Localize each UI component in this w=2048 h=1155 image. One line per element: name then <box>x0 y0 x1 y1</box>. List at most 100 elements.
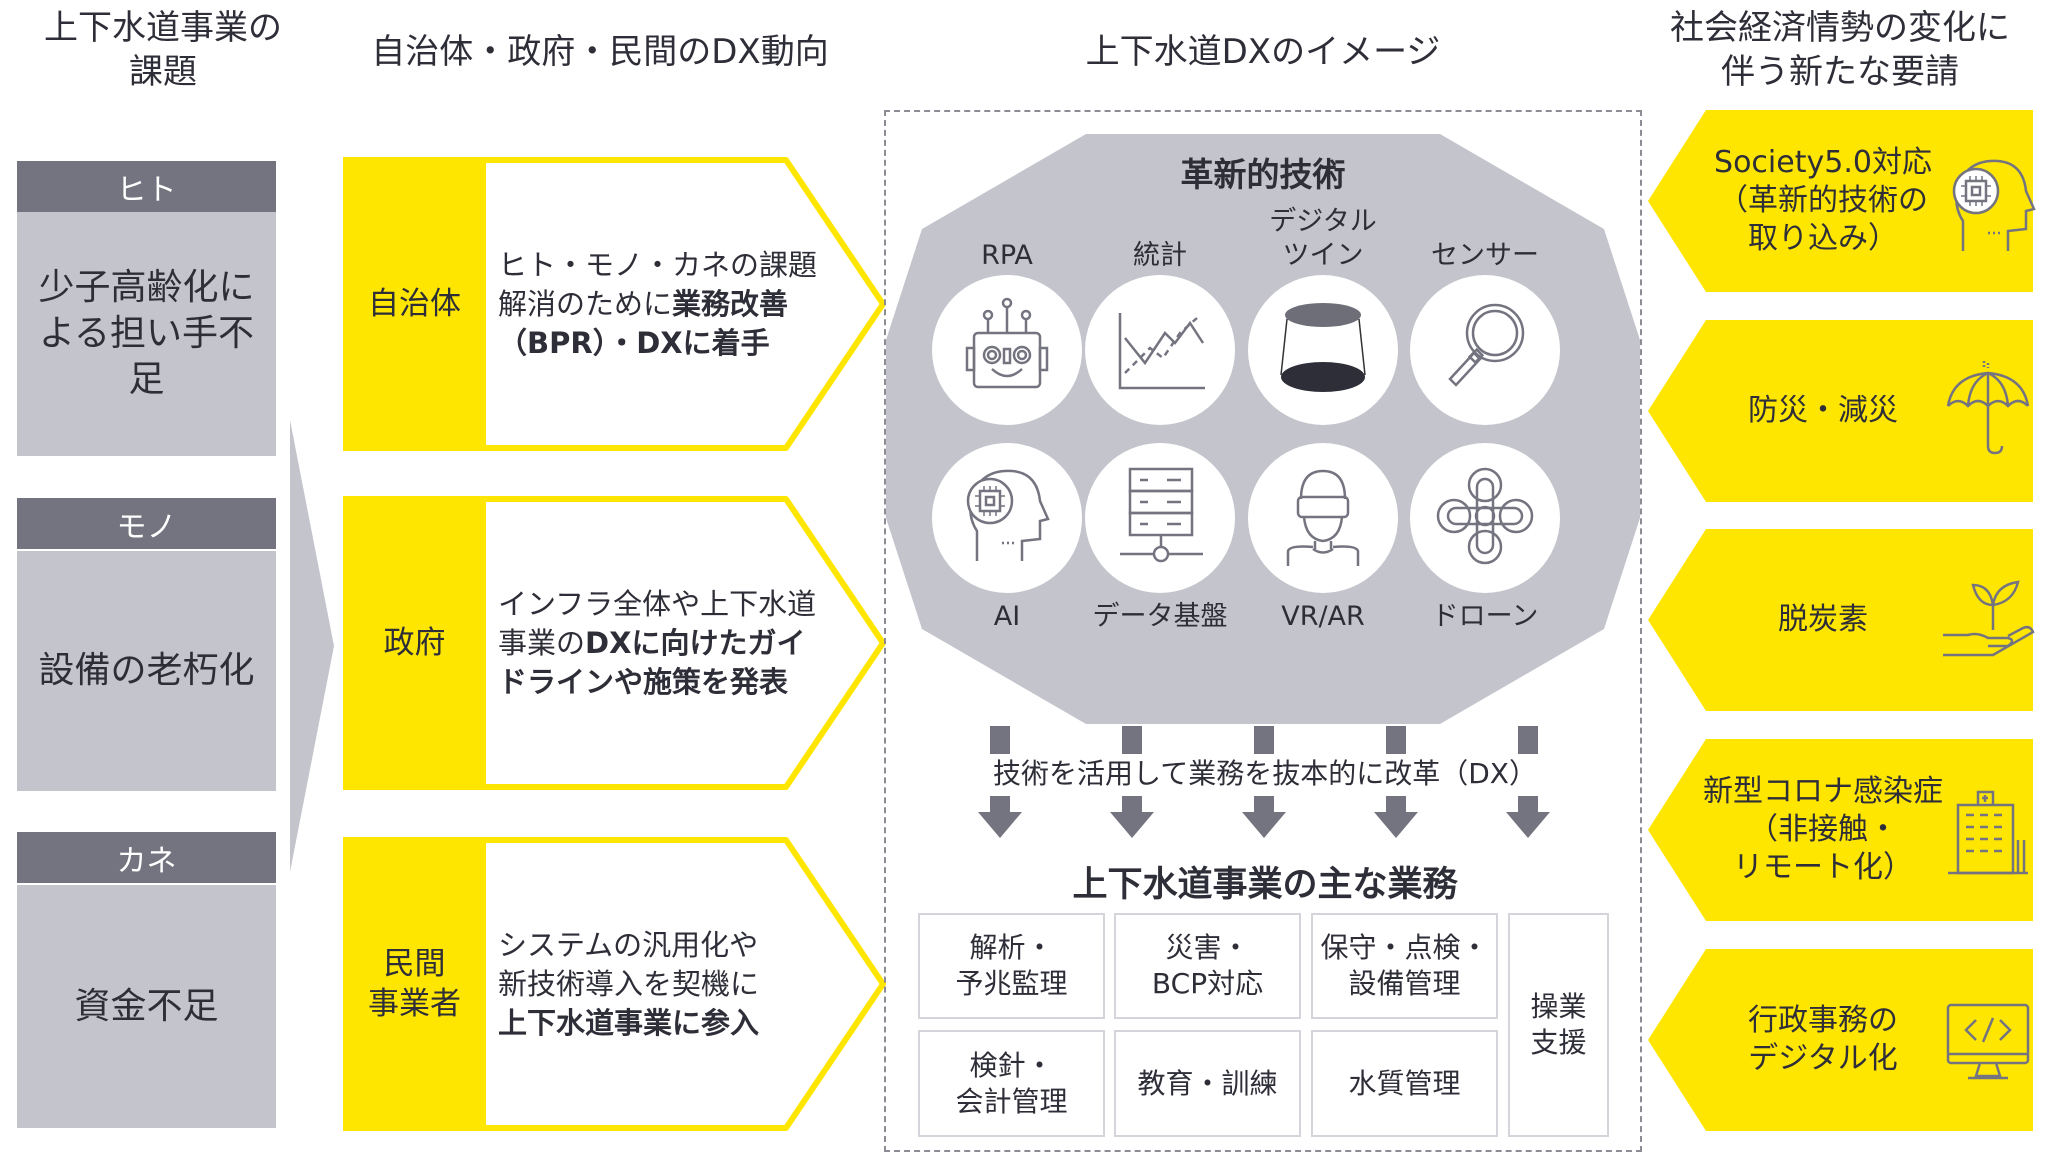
trend-text-line: （BPR）・DXに着手 <box>498 324 798 363</box>
tech-label: RPA <box>981 240 1033 271</box>
trend-text-segment: ドラインや施策を発表 <box>498 664 789 699</box>
down-arrow-icon <box>1506 726 1550 838</box>
down-arrow-icon <box>978 726 1022 838</box>
issues-header-line: 課題 <box>129 52 197 92</box>
dx-caption: 技術を活用して業務を抜本的に改革（DX） <box>940 754 1590 794</box>
request-text: Society5.0対応（革新的技術の取り込み） <box>1688 110 1958 292</box>
dx-image-frame <box>884 110 1642 1152</box>
operation-cell: 水質管理 <box>1311 1030 1498 1137</box>
umbrella-icon <box>1938 361 2038 461</box>
request-chevron: Society5.0対応（革新的技術の取り込み） <box>1648 110 2036 292</box>
trend-text-line: ヒト・モノ・カネの課題 <box>498 246 817 285</box>
robot-icon <box>952 293 1062 407</box>
issue-title-mono: モノ <box>17 498 276 549</box>
trend-arrow-shape <box>343 157 886 451</box>
trend-text-segment: システムの汎用化や <box>498 927 759 962</box>
drone-icon <box>1430 461 1540 575</box>
trend-label-line: 民間 <box>383 946 446 982</box>
issue-line: よる担い手不足 <box>39 313 254 400</box>
issues-header: 上下水道事業の 課題 <box>13 6 313 94</box>
trend-arrow: 政府インフラ全体や上下水道事業のDXに向けたガイドラインや施策を発表 <box>343 496 888 790</box>
tech-label: データ基盤 <box>1092 601 1228 632</box>
trend-label-line: 自治体 <box>368 286 461 322</box>
tech-item-3 <box>1248 275 1398 425</box>
trend-arrow: 自治体 ヒト・モノ・カネの課題解消のために業務改善（BPR）・DXに着手 <box>343 157 888 451</box>
requests-header-line: 社会経済情勢の変化に <box>1670 8 2010 48</box>
request-text: 新型コロナ感染症（非接触・リモート化） <box>1688 739 1958 921</box>
request-text-line: 取り込み） <box>1748 221 1898 256</box>
requests-header: 社会経済情勢の変化に 伴う新たな要請 <box>1640 6 2040 94</box>
operation-cell: 保守・点検・ 設備管理 <box>1311 913 1498 1019</box>
trend-text-segment: 解消のために <box>498 286 673 321</box>
trend-text-segment: 事業の <box>498 625 586 660</box>
request-text-line: 新型コロナ感染症 <box>1703 774 1943 809</box>
request-text-line: Society5.0対応 <box>1714 145 1932 180</box>
down-arrow-icon <box>1242 726 1286 838</box>
trend-text-line: 解消のために業務改善 <box>498 285 798 324</box>
trends-header: 自治体・政府・民間のDX動向 <box>371 32 829 72</box>
trend-arrow: 民間事業者 システムの汎用化や新技術導入を契機に上下水道事業に参入 <box>343 837 888 1131</box>
tech-item-1 <box>932 275 1082 425</box>
request-chevron: 脱炭素 <box>1648 529 2035 711</box>
request-chevron: 新型コロナ感染症（非接触・リモート化） <box>1648 739 2033 921</box>
request-text-line: リモート化） <box>1733 850 1913 885</box>
request-text: 脱炭素 <box>1688 529 1958 711</box>
request-text: 行政事務のデジタル化 <box>1688 949 1958 1131</box>
request-text-line: 防災・減災 <box>1748 393 1898 428</box>
trend-text: システムの汎用化や新技術導入を契機に上下水道事業に参入 <box>498 837 798 1131</box>
digital-twin-icon <box>1268 293 1378 407</box>
trend-text-line: 事業のDXに向けたガイ <box>498 624 805 663</box>
trend-label-line: 事業者 <box>368 986 461 1022</box>
vr-headset-icon <box>1268 461 1378 575</box>
operation-cell: 教育・訓練 <box>1114 1030 1301 1137</box>
issue-title-hito: ヒト <box>17 161 276 212</box>
issues-header-line: 上下水道事業の <box>44 8 282 48</box>
plant-hand-icon <box>1938 570 2038 670</box>
magnifier-icon <box>1430 293 1540 407</box>
ai-head-icon <box>1938 151 2038 251</box>
trend-text-segment: DXに向けたガイ <box>585 625 806 660</box>
request-text-line: （非接触・ <box>1748 812 1898 847</box>
tech-title: 革新的技術 <box>1180 155 1346 194</box>
tech-label: 統計 <box>1133 240 1187 271</box>
flow-chevron <box>290 420 334 872</box>
operation-cell: 検針・ 会計管理 <box>918 1030 1105 1137</box>
trend-label: 自治体 <box>343 157 486 451</box>
operation-cell: 解析・ 予兆監理 <box>918 913 1105 1019</box>
requests-header-line: 伴う新たな要請 <box>1721 52 1959 92</box>
issue-line: 少子高齢化に <box>38 267 255 308</box>
trend-text-line: ドラインや施策を発表 <box>498 663 798 702</box>
tech-label: AI <box>993 601 1021 632</box>
tech-item-7 <box>1248 443 1398 593</box>
trend-text-line: 新技術導入を契機に <box>498 965 798 1004</box>
tech-label: VR/AR <box>1281 601 1365 632</box>
trend-text-segment: 上下水道事業に参入 <box>498 1005 760 1040</box>
ai-head-icon <box>952 461 1062 575</box>
trend-text-line: 上下水道事業に参入 <box>498 1004 798 1043</box>
office-building-icon <box>1938 780 2038 880</box>
request-text-line: （革新的技術の <box>1718 183 1928 218</box>
trend-arrow-shape <box>343 496 886 790</box>
down-arrow-icon <box>1374 726 1418 838</box>
request-text-line: デジタル化 <box>1748 1041 1898 1076</box>
operations-title: 上下水道事業の主な業務 <box>1072 865 1458 905</box>
request-text: 防災・減災 <box>1688 320 1958 502</box>
trend-text-line: システムの汎用化や <box>498 926 798 965</box>
server-icon <box>1105 461 1215 575</box>
trend-arrow-shape <box>343 837 886 1131</box>
tech-item-5 <box>932 443 1082 593</box>
trend-text-segment: インフラ全体や上下水道 <box>498 586 817 621</box>
tech-label: デジタル ツイン <box>1269 206 1377 271</box>
issue-body-mono: 設備の老朽化 <box>17 551 276 791</box>
issue-title-kane: カネ <box>17 832 276 883</box>
trend-text-segment: ヒト・モノ・カネの課題 <box>498 247 818 282</box>
tech-item-6 <box>1085 443 1235 593</box>
computer-code-icon <box>1938 990 2038 1090</box>
tech-item-2 <box>1085 275 1235 425</box>
image-header: 上下水道DXのイメージ <box>1085 32 1441 72</box>
trend-label-line: 政府 <box>383 625 446 661</box>
down-arrow-icon <box>1110 726 1154 838</box>
request-text-line: 行政事務の <box>1748 1003 1898 1038</box>
issue-body-kane: 資金不足 <box>17 885 276 1128</box>
request-chevron: 行政事務のデジタル化 <box>1648 949 2033 1131</box>
